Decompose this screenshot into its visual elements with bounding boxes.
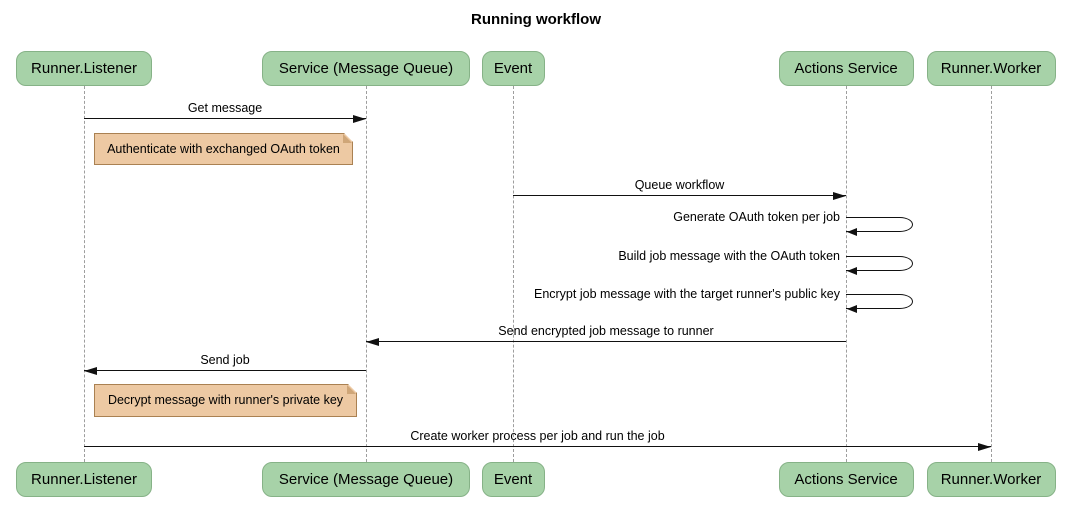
message-arrowhead xyxy=(84,366,97,375)
participant-service-message-queue-top: Service (Message Queue) xyxy=(262,51,470,86)
participant-runner-worker-top: Runner.Worker xyxy=(926,51,1056,86)
message-arrowhead xyxy=(366,337,379,346)
lifeline-service-message-queue xyxy=(366,86,367,462)
message-line xyxy=(84,446,991,447)
message-label: Send encrypted job message to runner xyxy=(498,324,714,338)
participant-actions-service-top: Actions Service xyxy=(778,51,914,86)
note-0: Authenticate with exchanged OAuth token xyxy=(94,133,353,165)
participant-service-message-queue-bottom: Service (Message Queue) xyxy=(262,462,470,497)
participant-event-bottom: Event xyxy=(481,462,545,497)
message-arrowhead xyxy=(847,228,857,236)
message-label: Get message xyxy=(187,101,263,115)
self-message-loop xyxy=(846,294,913,309)
message-label: Generate OAuth token per job xyxy=(673,210,840,224)
message-arrowhead xyxy=(833,191,846,200)
diagram-title: Running workflow xyxy=(471,11,601,28)
lifeline-runner-worker xyxy=(991,86,992,462)
message-line xyxy=(84,118,366,119)
message-line xyxy=(84,370,366,371)
note-1: Decrypt message with runner's private ke… xyxy=(94,384,357,417)
message-label: Encrypt job message with the target runn… xyxy=(533,287,840,301)
note-fold-icon xyxy=(347,385,356,394)
participant-event-top: Event xyxy=(481,51,545,86)
message-label: Queue workflow xyxy=(634,178,725,192)
lifeline-actions-service xyxy=(846,86,847,462)
message-label: Create worker process per job and run th… xyxy=(410,429,665,443)
message-arrowhead xyxy=(978,442,991,451)
participant-runner-listener-bottom: Runner.Listener xyxy=(16,462,152,497)
message-label: Send job xyxy=(200,353,250,367)
note-fold-icon xyxy=(343,134,352,143)
participant-actions-service-bottom: Actions Service xyxy=(778,462,914,497)
self-message-loop xyxy=(846,217,913,232)
message-label: Build job message with the OAuth token xyxy=(618,249,840,263)
self-message-loop xyxy=(846,256,913,271)
lifeline-runner-listener xyxy=(84,86,85,462)
message-line xyxy=(366,341,846,342)
message-arrowhead xyxy=(353,114,366,123)
message-arrowhead xyxy=(847,305,857,313)
lifeline-event xyxy=(513,86,514,462)
message-line xyxy=(513,195,846,196)
message-arrowhead xyxy=(847,267,857,275)
participant-runner-worker-bottom: Runner.Worker xyxy=(926,462,1056,497)
participant-runner-listener-top: Runner.Listener xyxy=(16,51,152,86)
